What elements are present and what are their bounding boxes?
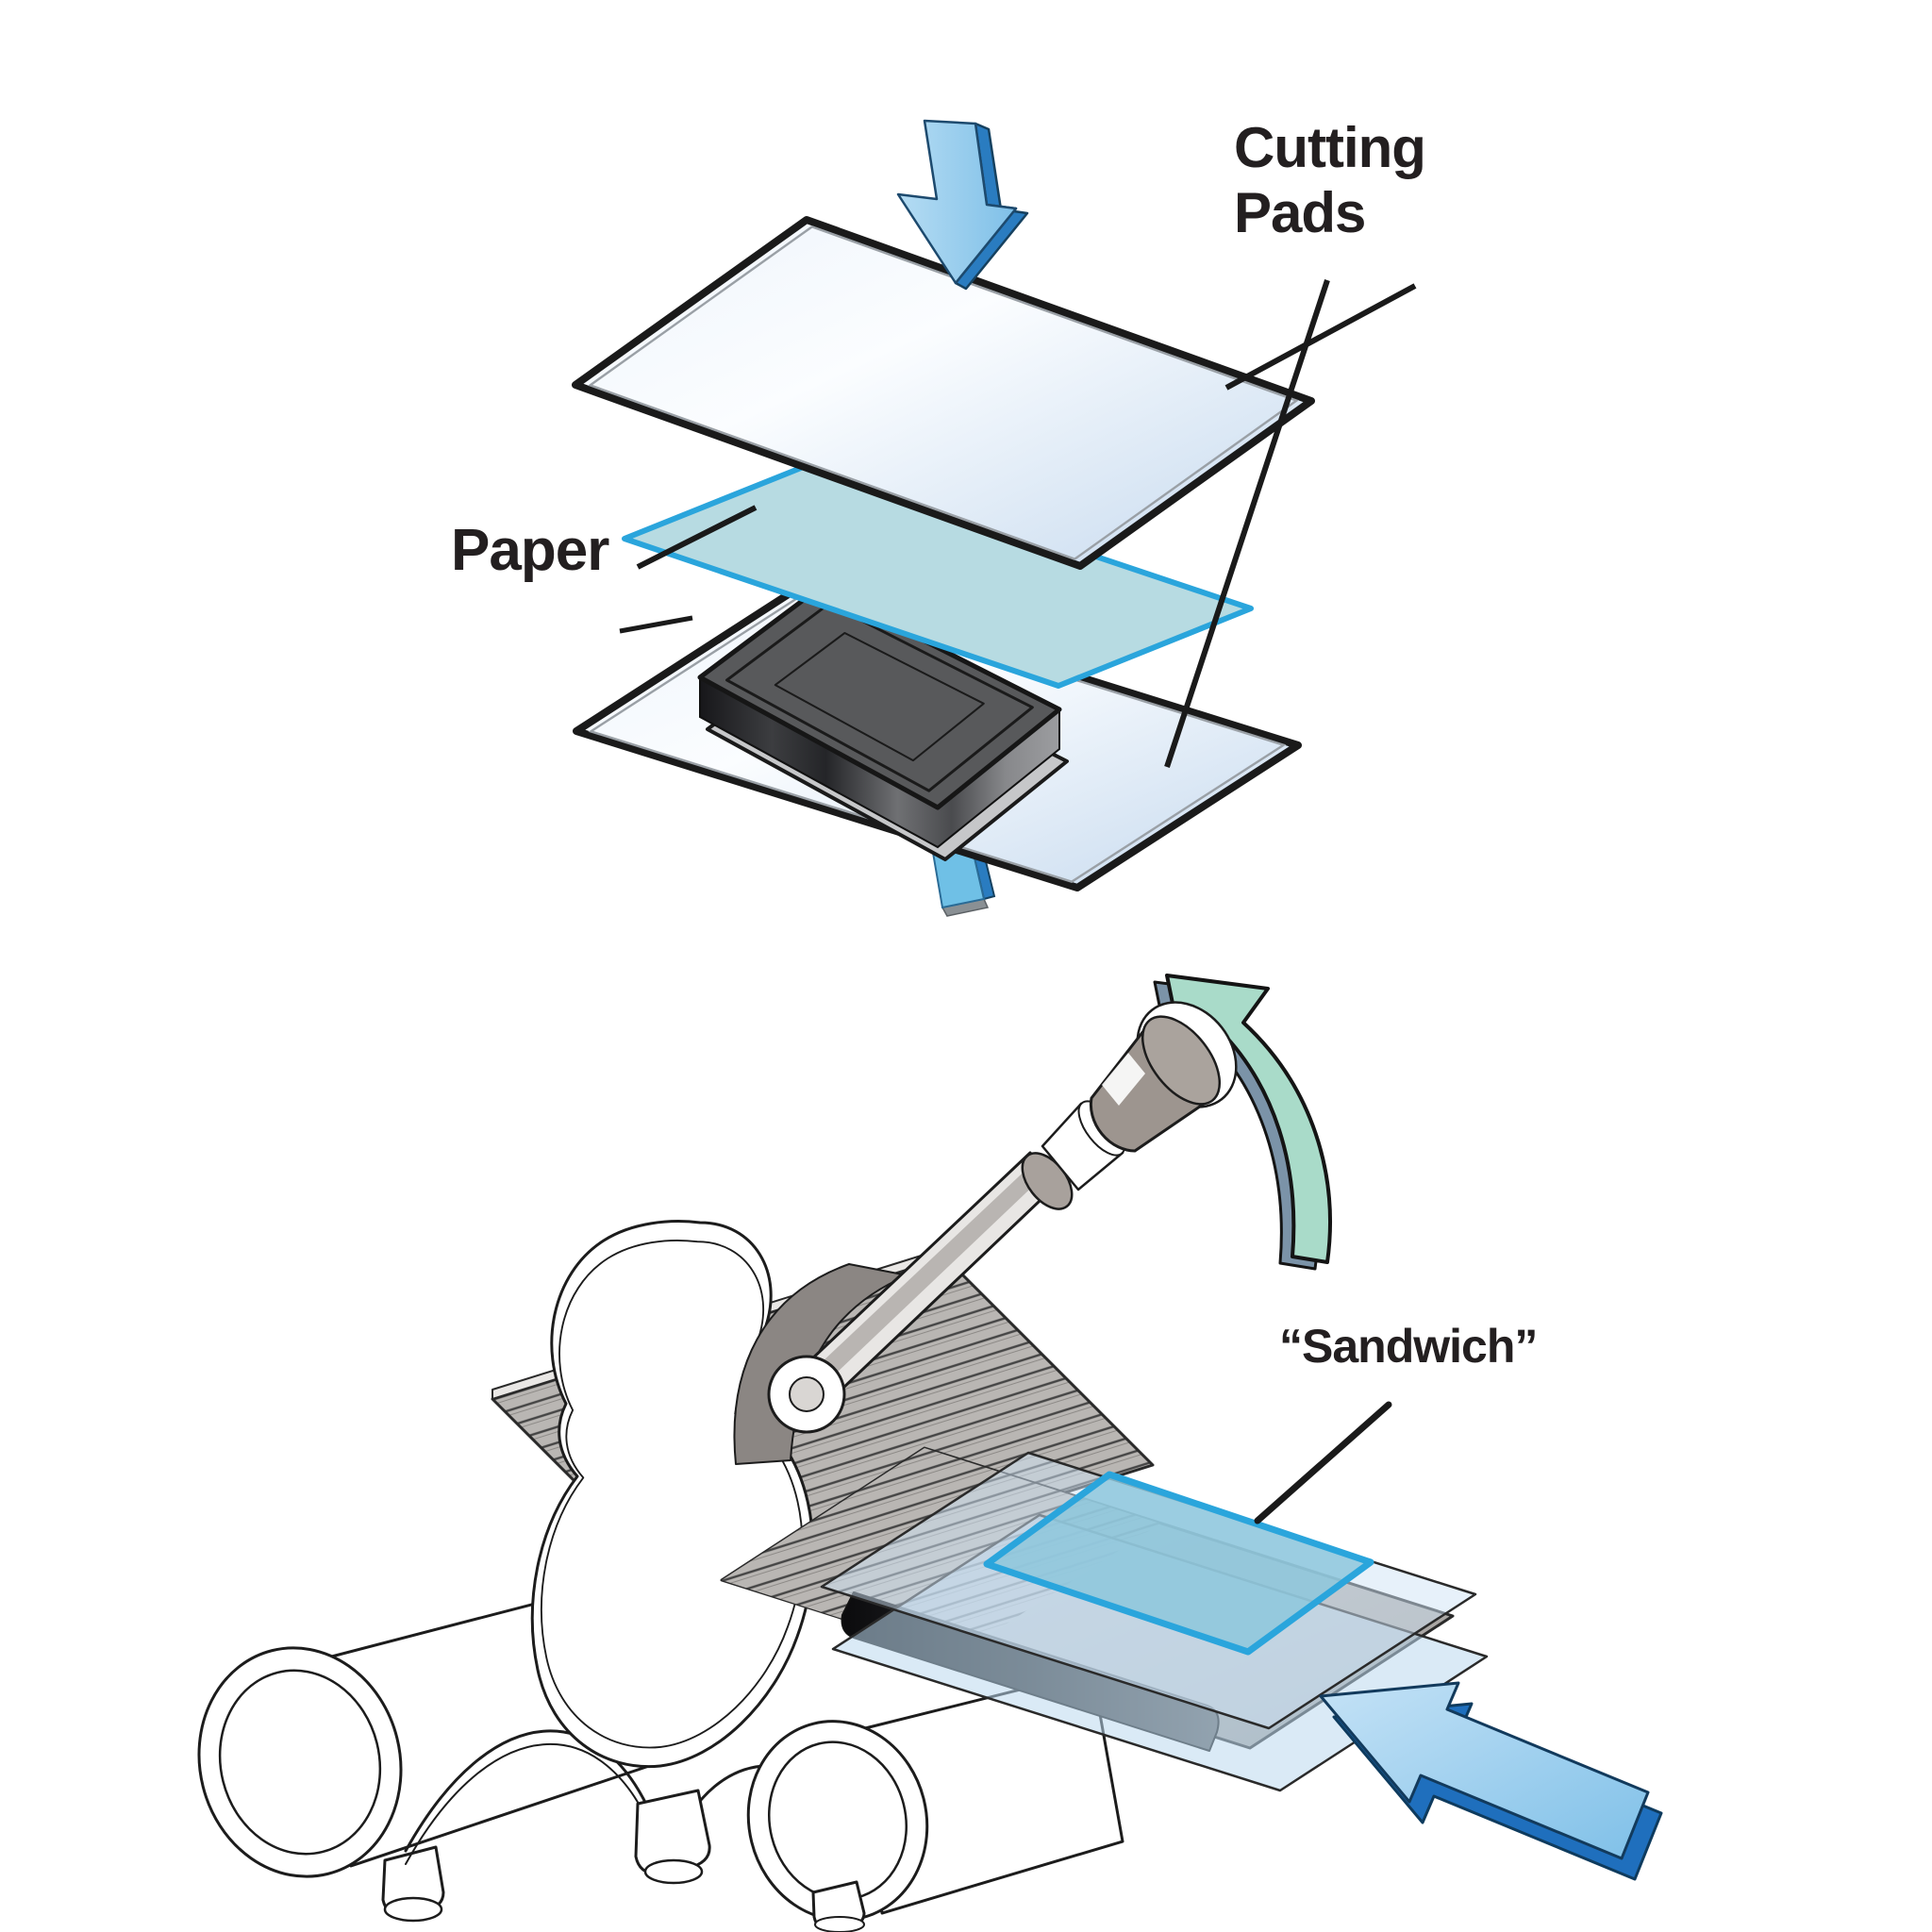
press-through-arrow-stem — [930, 845, 996, 917]
leader-paper — [636, 505, 758, 570]
front-roller — [746, 1670, 1124, 1932]
leader-cutting-pads-top — [1224, 283, 1417, 391]
feed-direction-arrow-icon — [1319, 1681, 1663, 1881]
die-cutting-machine-scene — [197, 974, 1663, 1932]
leader-sandwich — [1254, 1401, 1392, 1524]
sandwich-label: “Sandwich” — [1279, 1320, 1538, 1373]
exploded-sandwich-diagram — [572, 119, 1417, 917]
sandwich-stack — [820, 1451, 1489, 1792]
cutting-pads-label: Cutting Pads — [1234, 116, 1426, 244]
handle-assembly — [767, 1001, 1238, 1434]
sandwich-paper — [983, 1471, 1374, 1656]
paper-label: Paper — [451, 518, 609, 583]
press-down-arrow-icon — [896, 119, 1029, 291]
paper-sheet — [622, 459, 1254, 689]
gear-housing — [530, 1220, 815, 1885]
top-cutting-pad — [572, 216, 1315, 570]
leader-die — [619, 615, 693, 634]
die-block — [697, 585, 1069, 861]
leader-cutting-pads-bottom — [1164, 279, 1330, 768]
